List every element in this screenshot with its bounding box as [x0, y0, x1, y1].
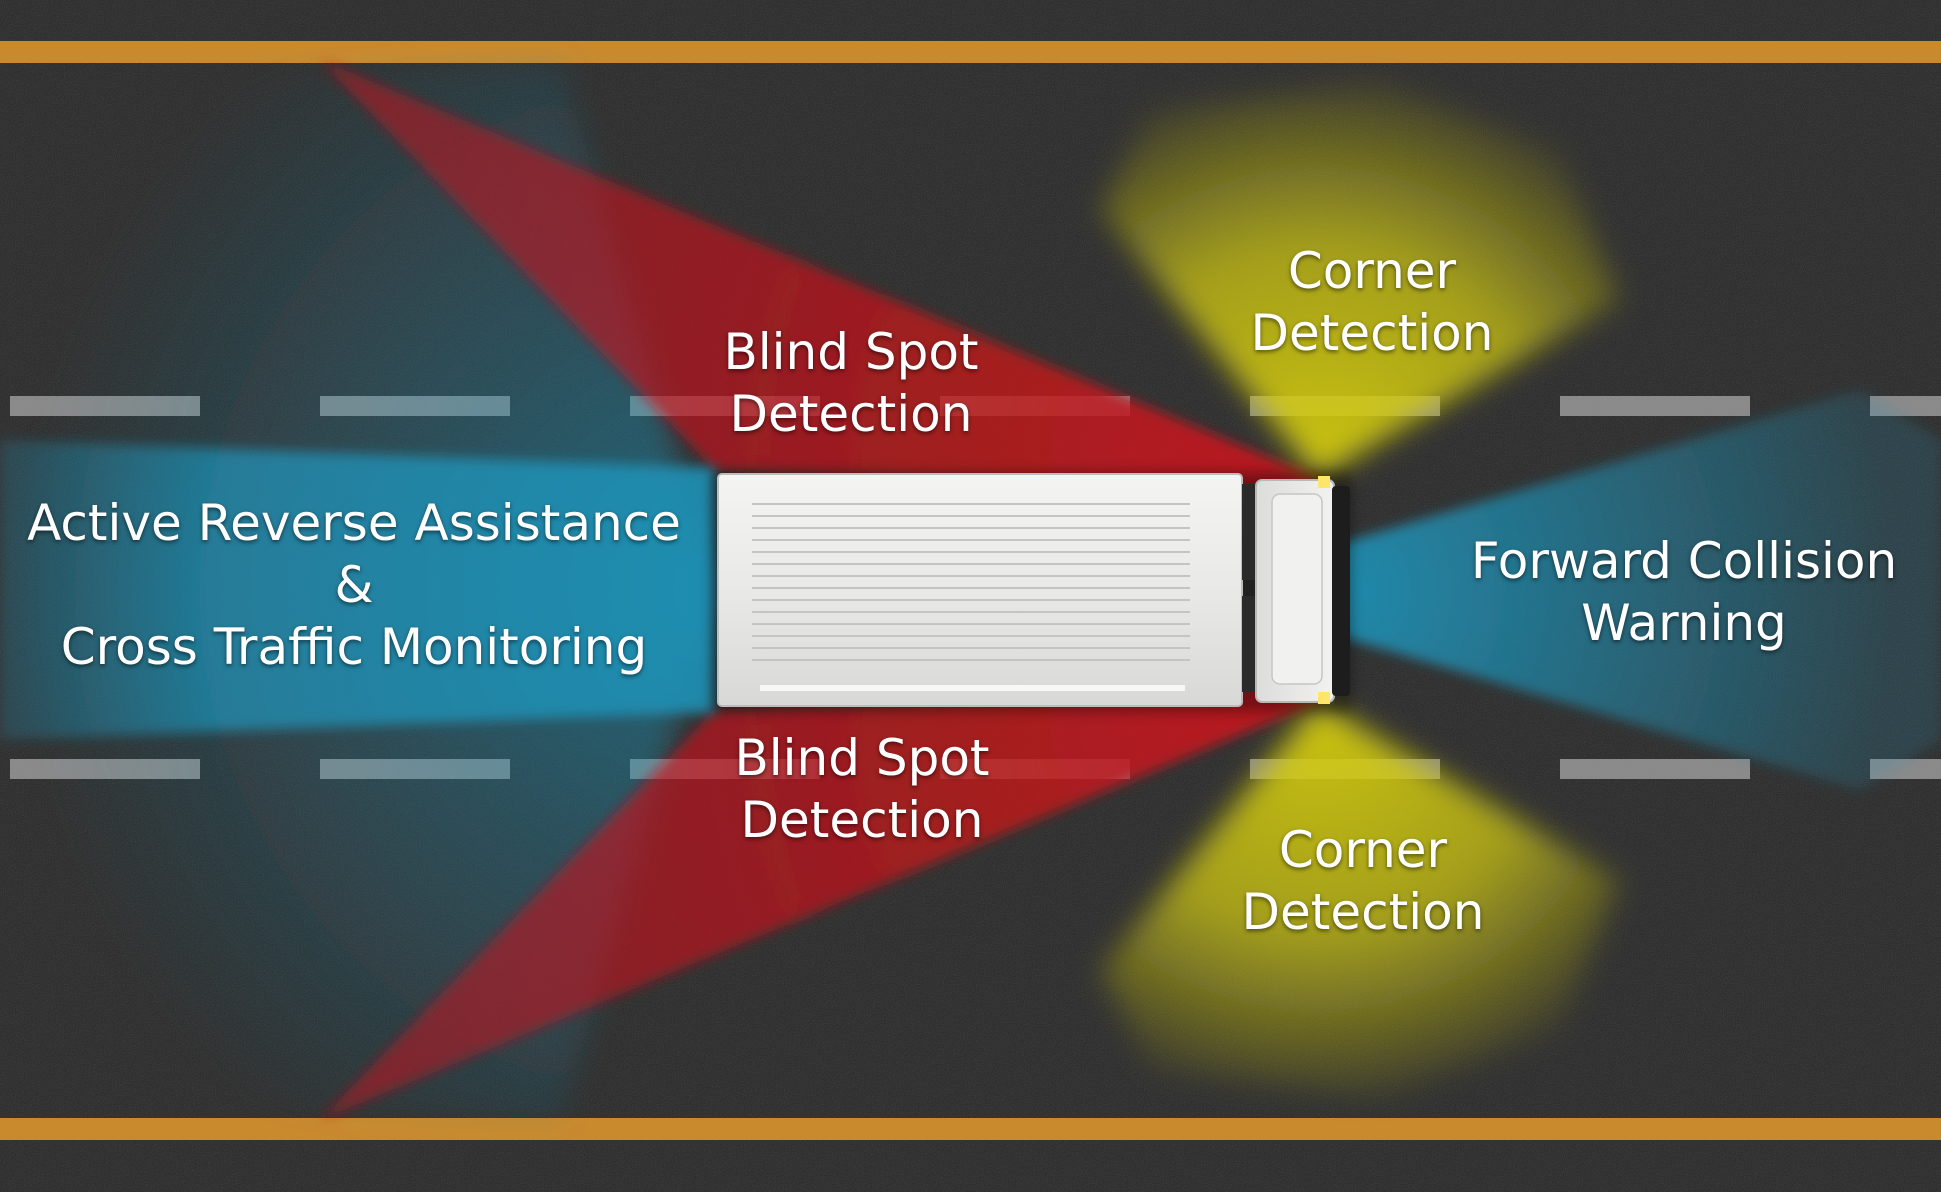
truck — [712, 472, 1352, 712]
forward-collision-zone — [1335, 390, 1941, 790]
corner-zone-top — [1100, 80, 1620, 478]
reverse-zone-core — [0, 440, 715, 740]
sensor-front-bottom — [1318, 692, 1330, 704]
truck-coupler-bottom — [1242, 596, 1258, 692]
lane-dash-top-5 — [1560, 396, 1750, 416]
label-blind-spot-top: Blind Spot Detection — [723, 321, 978, 445]
label-blind-spot-bottom-line-1: Blind Spot — [734, 729, 990, 787]
label-forward-line-2: Warning — [1581, 594, 1787, 652]
label-corner-top: Corner Detection — [1251, 240, 1494, 364]
label-corner-top-line-1: Corner — [1287, 242, 1457, 300]
corner-zone-bottom — [1100, 702, 1620, 1100]
trailer-ribs — [752, 503, 1190, 661]
label-reverse-line-3: Cross Traffic Monitoring — [60, 618, 648, 676]
truck-cab-roof — [1271, 493, 1323, 685]
lane-edge-top — [0, 41, 1941, 63]
label-corner-bottom-line-1: Corner — [1278, 821, 1448, 879]
label-corner-bottom: Corner Detection — [1242, 819, 1485, 943]
label-blind-spot-bottom: Blind Spot Detection — [734, 727, 989, 851]
label-blind-spot-top-line-2: Detection — [729, 385, 973, 443]
truck-trailer — [717, 473, 1243, 707]
truck-front-bumper — [1332, 486, 1350, 696]
blind-spot-zone-bottom — [320, 683, 1318, 1120]
lane-edge-bottom — [0, 1118, 1941, 1140]
label-reverse-line-1: Active Reverse Assistance — [27, 494, 681, 552]
label-blind-spot-top-line-1: Blind Spot — [723, 323, 979, 381]
truck-coupler-top — [1242, 484, 1258, 580]
label-blind-spot-bottom-line-2: Detection — [740, 791, 984, 849]
sensor-front-top — [1318, 476, 1330, 488]
lane-dash-bottom-5 — [1560, 759, 1750, 779]
label-reverse-assistance: Active Reverse Assistance & Cross Traffi… — [27, 492, 681, 678]
label-forward-line-1: Forward Collision — [1470, 532, 1898, 590]
label-reverse-line-2: & — [334, 556, 374, 614]
label-corner-top-line-2: Detection — [1250, 304, 1494, 362]
trailer-bottom-edge — [760, 685, 1185, 691]
blind-spot-zone-top — [320, 60, 1318, 497]
label-corner-bottom-line-2: Detection — [1241, 883, 1485, 941]
label-forward-collision: Forward Collision Warning — [1471, 530, 1897, 654]
